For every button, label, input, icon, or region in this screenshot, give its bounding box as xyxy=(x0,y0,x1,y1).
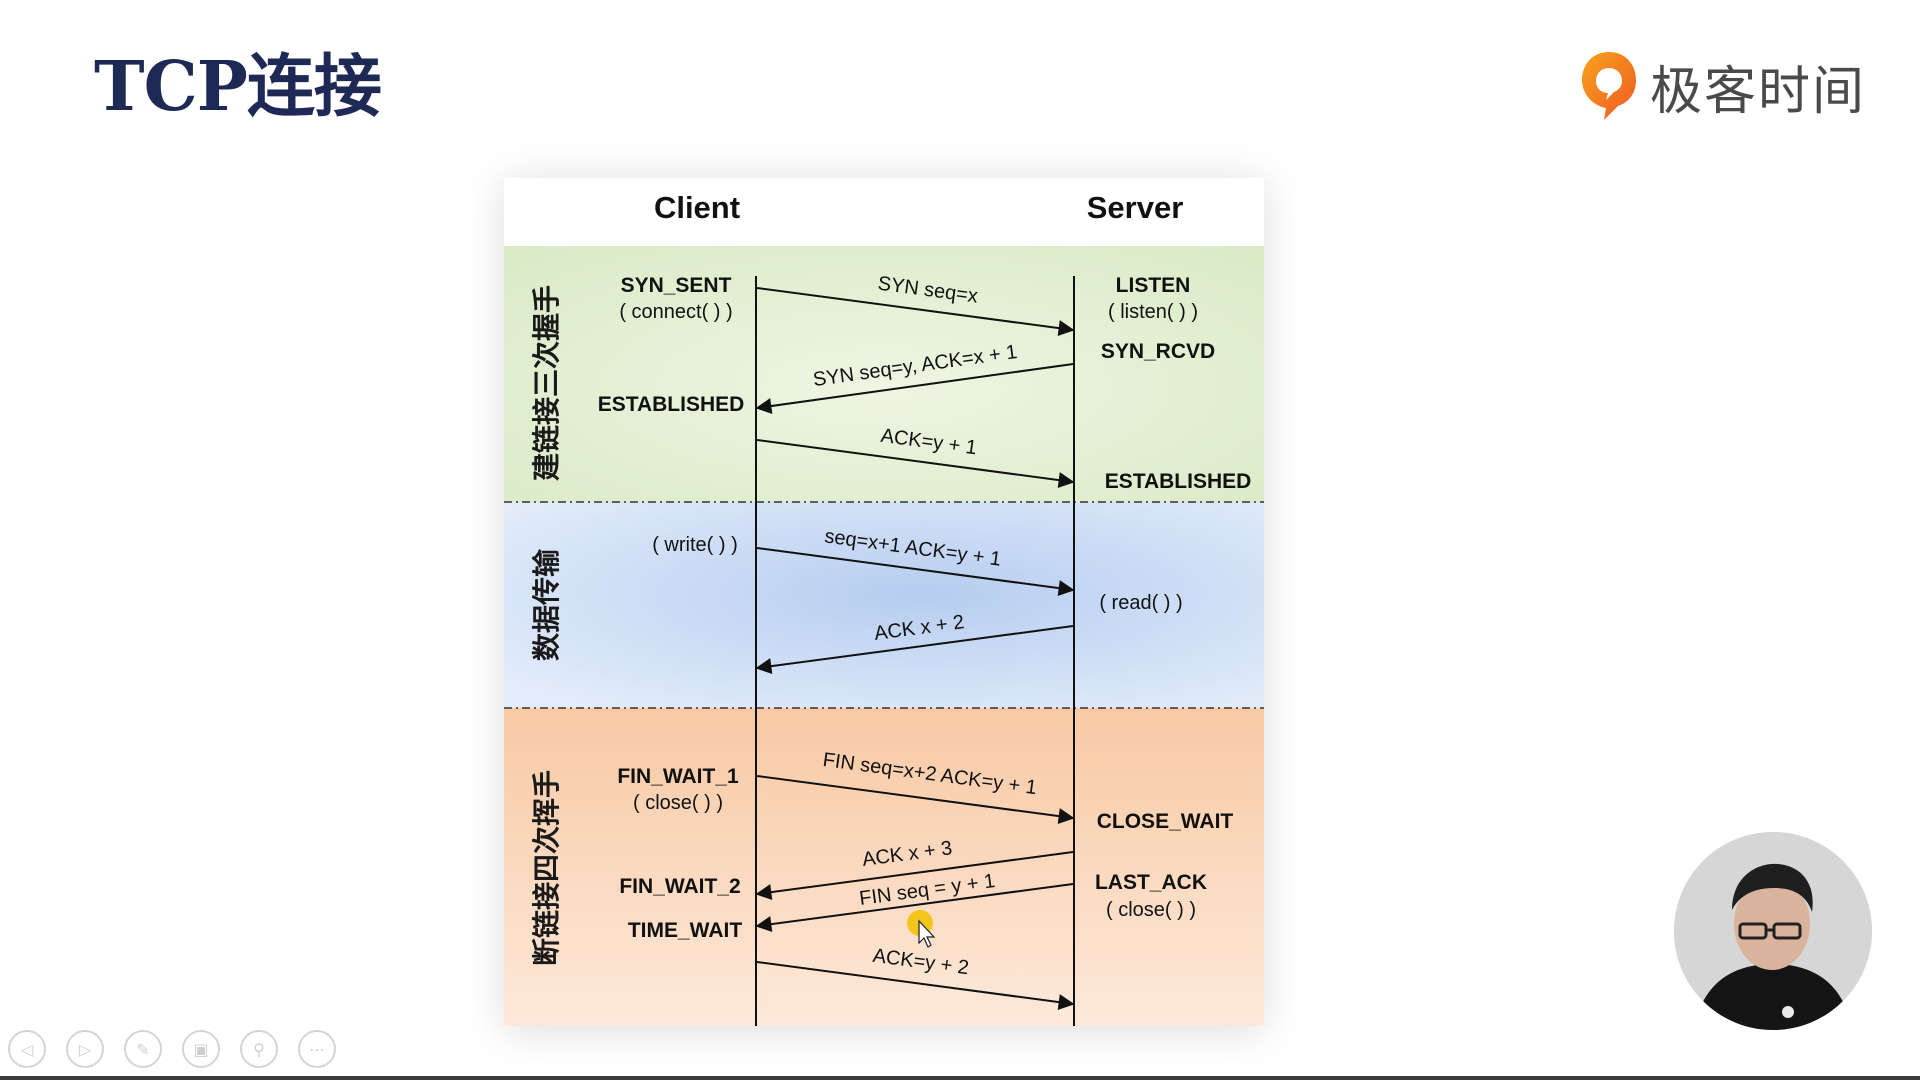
presenter-webcam xyxy=(1674,832,1872,1030)
state-time-wait: TIME_WAIT xyxy=(628,919,743,942)
call-close-server: ( close( ) ) xyxy=(1106,899,1196,921)
section-title-handshake: 建链接三次握手 xyxy=(530,285,563,481)
zoom-icon[interactable]: ⚲ xyxy=(240,1030,278,1068)
call-listen: ( listen( ) ) xyxy=(1108,301,1198,323)
player-controls: ◁ ▷ ✎ ▣ ⚲ ⋯ xyxy=(8,1030,336,1068)
arrow-ack xyxy=(756,439,1075,489)
teardown-section-bg xyxy=(504,708,1264,1026)
server-header: Server xyxy=(1087,190,1184,225)
arrow-fin-1 xyxy=(756,775,1075,825)
arrow-data-ack xyxy=(755,625,1074,675)
next-icon[interactable]: ▷ xyxy=(66,1030,104,1068)
more-icon[interactable]: ⋯ xyxy=(298,1030,336,1068)
call-read: ( read( ) ) xyxy=(1099,592,1182,614)
client-header: Client xyxy=(654,190,740,225)
state-last-ack: LAST_ACK xyxy=(1095,871,1207,894)
arrow-ack-3 xyxy=(755,851,1074,901)
arrow-fin-2 xyxy=(755,883,1074,933)
slides-icon[interactable]: ▣ xyxy=(182,1030,220,1068)
state-established-client: ESTABLISHED xyxy=(598,393,745,416)
arrow-data xyxy=(756,547,1075,597)
transfer-section-bg xyxy=(504,502,1264,708)
state-syn-sent: SYN_SENT xyxy=(621,274,732,297)
state-syn-rcvd: SYN_RCVD xyxy=(1101,340,1215,363)
state-close-wait: CLOSE_WAIT xyxy=(1097,810,1234,833)
bottom-bar xyxy=(0,1076,1920,1080)
pen-icon[interactable]: ✎ xyxy=(124,1030,162,1068)
previous-icon[interactable]: ◁ xyxy=(8,1030,46,1068)
section-title-teardown: 断链接四次挥手 xyxy=(530,770,563,966)
brand-name: 极客时间 xyxy=(1650,61,1867,122)
arrow-final-ack xyxy=(756,961,1075,1011)
arrow-syn xyxy=(756,287,1075,337)
call-write: ( write( ) ) xyxy=(652,534,738,556)
tcp-sequence-diagram: Client Server 建链接三次握手 数据传输 断链接四次挥手 SYN_S… xyxy=(504,178,1264,1026)
state-listen: LISTEN xyxy=(1116,274,1191,297)
handshake-section-bg xyxy=(504,246,1264,502)
section-title-transfer: 数据传输 xyxy=(530,548,563,661)
state-fin-wait-1: FIN_WAIT_1 xyxy=(617,765,739,788)
state-established-server: ESTABLISHED xyxy=(1105,470,1252,493)
brand-logo: 极客时间 xyxy=(1578,48,1866,124)
call-close-client: ( close( ) ) xyxy=(633,792,723,814)
arrow-syn-ack xyxy=(755,363,1074,414)
slide-title: TCP连接 xyxy=(94,47,382,127)
call-connect: ( connect( ) ) xyxy=(619,301,732,323)
state-fin-wait-2: FIN_WAIT_2 xyxy=(619,875,740,898)
mouse-cursor-icon xyxy=(918,919,936,948)
geekbang-logo-icon xyxy=(1582,52,1636,120)
